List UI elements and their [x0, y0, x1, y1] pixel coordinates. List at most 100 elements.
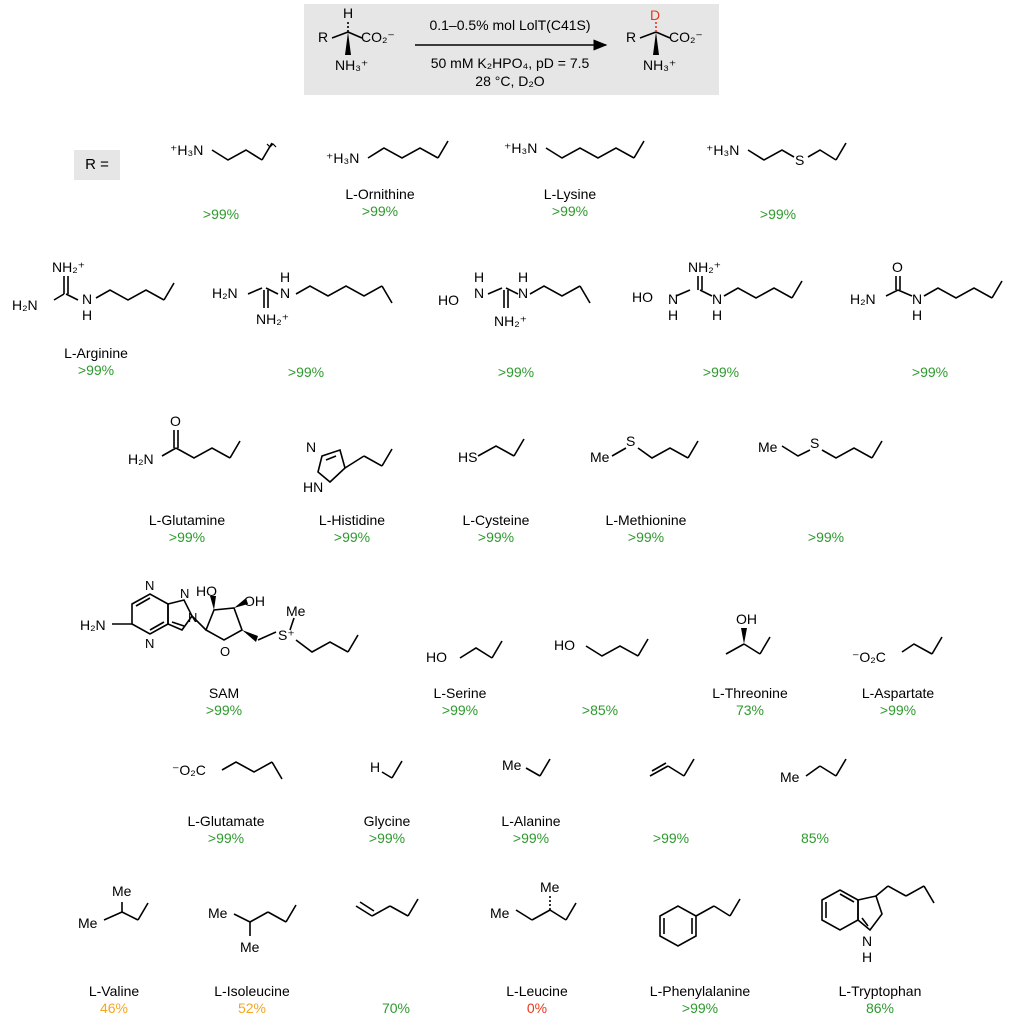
structure-s26: [233, 904, 297, 936]
s26-me-left: Me: [208, 905, 228, 921]
structure-s20: [221, 761, 283, 780]
s8-h-right: H: [712, 307, 722, 323]
yield-s30: 86%: [865, 1000, 895, 1016]
s8-ho: HO: [632, 289, 653, 305]
yield-s26: 52%: [237, 1000, 267, 1016]
attachment-marks: [266, 143, 277, 148]
label-s28: L-Leucine: [506, 983, 568, 999]
s9-h: H: [912, 307, 922, 323]
label-s12: L-Cysteine: [462, 512, 530, 528]
s21-h: H: [370, 759, 380, 775]
label-s13: L-Methionine: [605, 512, 687, 528]
s19-o2c: ⁻O₂C: [852, 649, 886, 665]
s28-me-left: Me: [490, 905, 510, 921]
s15-oh-right: OH: [244, 593, 265, 609]
structure-s16: [459, 640, 503, 659]
structure-s19: [901, 636, 943, 655]
s28-me-top: Me: [540, 879, 560, 895]
s12-hs: HS: [458, 449, 477, 465]
reactant-h: H: [343, 5, 353, 21]
reactant-r: R: [318, 29, 328, 45]
s14-me: Me: [758, 439, 778, 455]
s11-hn: HN: [303, 479, 323, 495]
yield-s10: >99%: [168, 529, 206, 545]
reactant-structure: [331, 20, 363, 55]
structure-s14: [781, 440, 883, 459]
s15-splus: S⁺: [278, 627, 295, 643]
s15-ho-left: HO: [196, 583, 217, 599]
s7-ho: HO: [438, 292, 459, 308]
s8-nh2plus: NH₂⁺: [688, 259, 721, 275]
condition-mid: 50 mM K₂HPO₄, pD = 7.5: [431, 55, 590, 71]
s15-n3: N: [145, 636, 154, 651]
s7-nh-right-h: H: [518, 269, 528, 285]
s6-nh-top: H: [280, 269, 290, 285]
structure-s18: [725, 628, 771, 655]
structure-s29: [659, 898, 741, 947]
structure-s11: [317, 448, 393, 484]
s8-n-left: N: [668, 291, 678, 307]
label-s3: L-Lysine: [543, 186, 597, 202]
yield-s25: 46%: [99, 1000, 129, 1016]
structure-s22: [525, 758, 551, 777]
yield-s4: >99%: [759, 206, 797, 222]
label-s2: L-Ornithine: [345, 186, 415, 202]
yield-s19: >99%: [879, 702, 917, 718]
s10-h2n: H₂N: [128, 451, 154, 467]
yield-s5: >99%: [77, 362, 115, 378]
s26-me-bottom: Me: [240, 939, 260, 955]
label-s26: L-Isoleucine: [214, 983, 290, 999]
structure-s13: [611, 440, 699, 459]
s8-n-right: N: [712, 291, 722, 307]
yield-s6: >99%: [287, 364, 325, 380]
s15-n1: N: [145, 578, 154, 593]
label-s18: L-Threonine: [712, 685, 788, 701]
structure-s8: [675, 276, 803, 299]
yield-s22: >99%: [512, 830, 550, 846]
product-d: D: [650, 7, 660, 23]
s20-o2c: ⁻O₂C: [172, 762, 206, 778]
yield-s11: >99%: [333, 529, 371, 545]
s15-o-ring: O: [220, 644, 230, 659]
s7-n-right: N: [518, 285, 528, 301]
structure-s15: [112, 593, 359, 653]
s1-amine: ⁺H₃N: [170, 142, 203, 158]
label-s22: L-Alanine: [501, 813, 561, 829]
structure-s2: [367, 140, 449, 159]
yield-s16: >99%: [441, 702, 479, 718]
s4-sulfur: S: [795, 152, 804, 168]
s15-h2n: H₂N: [80, 617, 106, 633]
yield-s15: >99%: [205, 702, 243, 718]
structure-s3: [545, 140, 645, 159]
s30-h: H: [862, 949, 872, 965]
s15-me: Me: [286, 603, 306, 619]
label-s11: L-Histidine: [318, 512, 386, 528]
s25-me-top: Me: [112, 883, 132, 899]
label-s19: L-Aspartate: [861, 685, 935, 701]
reaction-box: [304, 4, 719, 95]
yield-s7: >99%: [497, 364, 535, 380]
s24-me: Me: [780, 769, 800, 785]
s3-amine: ⁺H₃N: [504, 140, 537, 156]
yield-s23: >99%: [652, 830, 690, 846]
s17-ho: HO: [554, 637, 575, 653]
label-s30: L-Tryptophan: [838, 983, 922, 999]
yield-s28: 0%: [526, 1000, 548, 1016]
product-co2: CO₂⁻: [669, 29, 703, 45]
s25-me-left: Me: [78, 915, 98, 931]
structure-s6: [247, 285, 393, 308]
s13-me: Me: [590, 449, 610, 465]
structure-s17: [585, 638, 649, 657]
s15-n7: N: [180, 586, 189, 601]
structure-s25: [103, 902, 149, 921]
s2-amine: ⁺H₃N: [326, 150, 359, 166]
yield-s29: >99%: [681, 1000, 719, 1016]
s5-nh2plus: NH₂⁺: [52, 259, 85, 275]
structure-s24: [805, 758, 847, 777]
structure-s23: [649, 758, 695, 777]
s4-amine: ⁺H₃N: [706, 142, 739, 158]
s10-o: O: [170, 413, 181, 429]
reactant-nh3: NH₃⁺: [335, 57, 368, 73]
label-s20: L-Glutamate: [187, 813, 265, 829]
